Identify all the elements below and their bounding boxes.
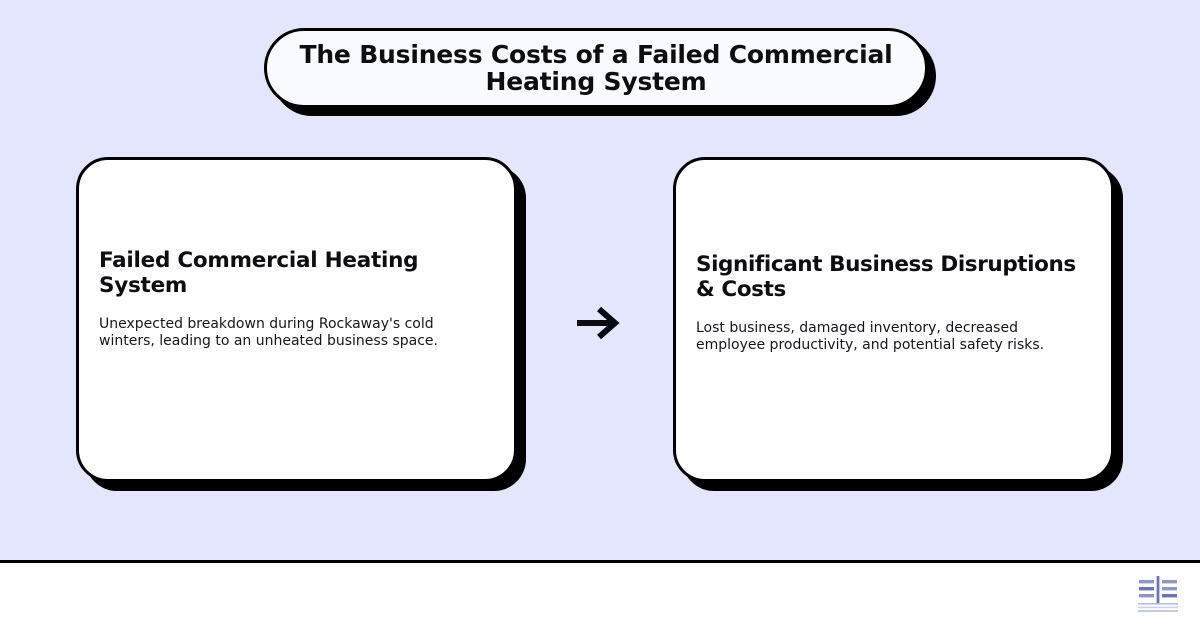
arrow-right-icon (572, 300, 628, 346)
flow-step-card-1-body: Failed Commercial Heating System Unexpec… (76, 157, 517, 482)
flow-step-card-2-content: Significant Business Disruptions & Costs… (676, 252, 1111, 353)
title-banner-pill: The Business Costs of a Failed Commercia… (264, 28, 928, 108)
flow-step-2-heading: Significant Business Disruptions & Costs (696, 252, 1076, 302)
flow-step-card-1-content: Failed Commercial Heating System Unexpec… (79, 248, 514, 349)
flow-step-card-1: Failed Commercial Heating System Unexpec… (76, 157, 526, 491)
infographic-canvas: The Business Costs of a Failed Commercia… (0, 0, 1200, 560)
footer-divider (0, 560, 1200, 563)
flow-step-2-description: Lost business, damaged inventory, decrea… (696, 320, 1045, 353)
footer-bar (0, 563, 1200, 630)
page-title: The Business Costs of a Failed Commercia… (299, 40, 893, 96)
title-banner: The Business Costs of a Failed Commercia… (264, 28, 936, 116)
flow-step-1-description: Unexpected breakdown during Rockaway's c… (99, 316, 438, 349)
flow-step-card-2-body: Significant Business Disruptions & Costs… (673, 157, 1114, 482)
flow-step-card-2: Significant Business Disruptions & Costs… (673, 157, 1123, 491)
brand-logo-icon (1136, 573, 1180, 617)
flow-step-1-heading: Failed Commercial Heating System (99, 248, 419, 298)
